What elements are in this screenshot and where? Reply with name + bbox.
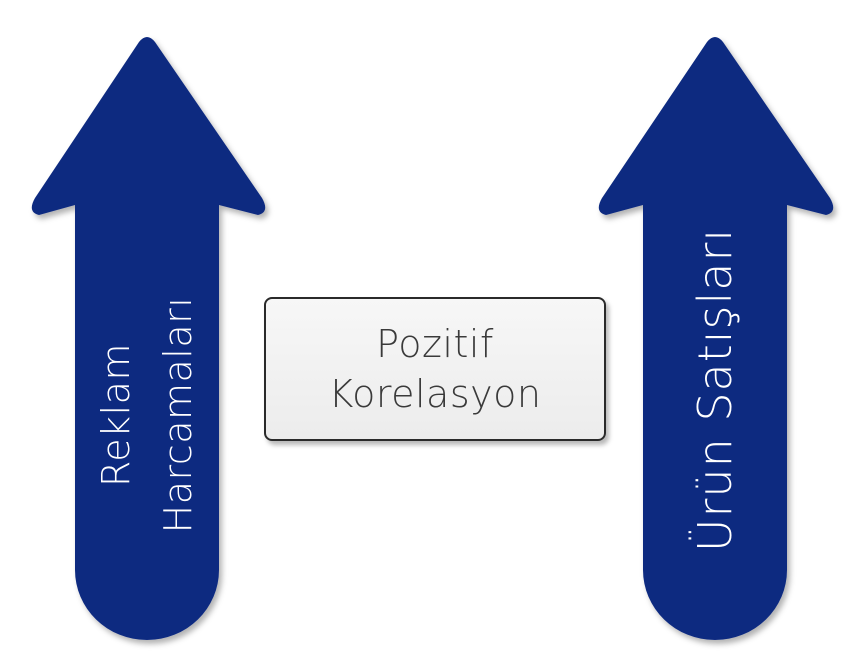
center-box-line-1: Pozitif xyxy=(376,322,494,366)
center-box-line-2: Korelasyon xyxy=(328,372,542,416)
positive-correlation-box: Pozitif Korelasyon xyxy=(264,297,606,441)
right-arrow-label: Ürün Satışları xyxy=(688,227,742,553)
right-up-arrow xyxy=(598,37,834,640)
left-arrow-label-line-2: Harcamaları xyxy=(156,296,200,534)
right-arrow-label-text: Ürün Satışları xyxy=(688,227,742,553)
left-up-arrow xyxy=(31,37,266,640)
left-arrow-label-line-1: Reklam xyxy=(94,343,138,487)
left-arrow-label: Reklam Harcamaları xyxy=(85,297,209,534)
